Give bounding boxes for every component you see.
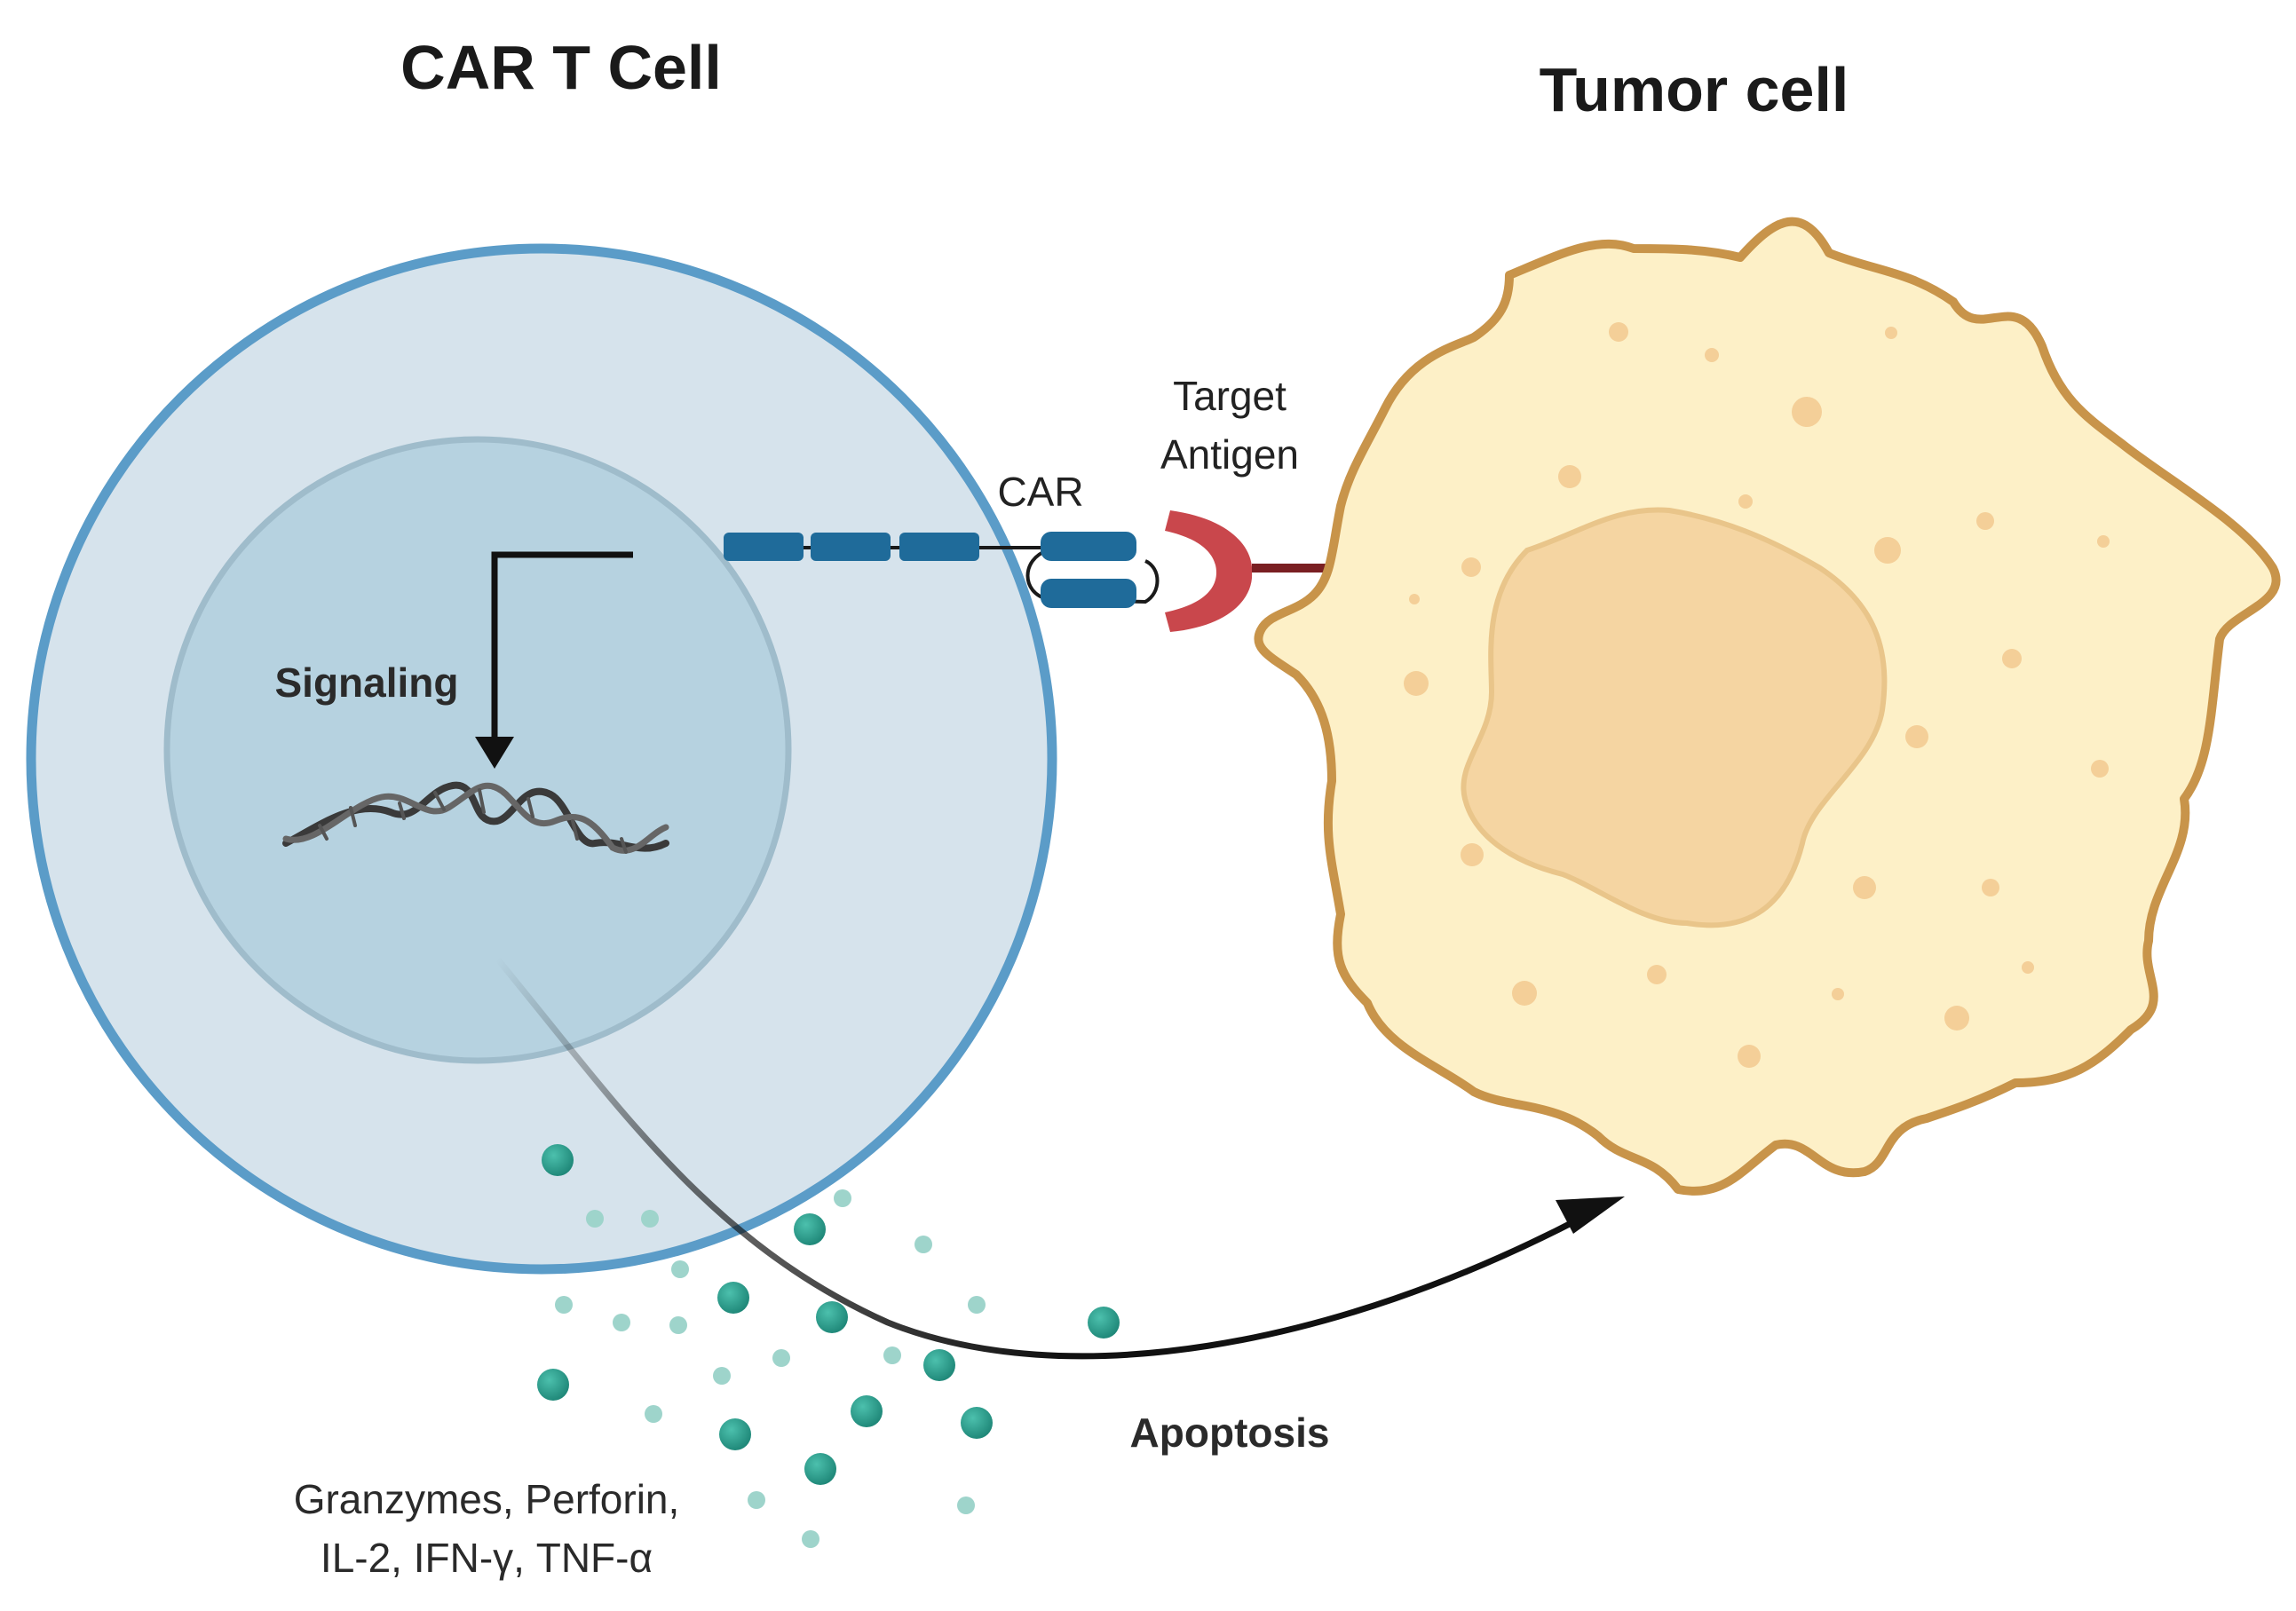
car-receptor	[724, 532, 1160, 608]
tumor-cell-nucleus	[1461, 507, 1888, 928]
secreted-granules	[537, 1144, 1120, 1548]
apoptosis-arrow	[495, 956, 1625, 1360]
car-t-cell-title: CAR T Cell	[400, 33, 722, 102]
secreted-factors-label-line2: IL-2, IFN-γ, TNF-α	[321, 1535, 653, 1581]
target-antigen-label-line1: Target	[1173, 373, 1287, 419]
tumor-cell-title: Tumor cell	[1540, 55, 1849, 124]
t-cell-nucleus	[163, 436, 792, 1064]
tumor-vesicles	[1404, 322, 2110, 1068]
secreted-factors-label-line1: Granzymes, Perforin,	[294, 1476, 680, 1522]
tumor-cell	[1254, 217, 2281, 1196]
car-t-cell	[26, 243, 1057, 1275]
car-label: CAR	[997, 469, 1083, 515]
granule-large	[537, 1144, 1120, 1485]
dna-helix-icon	[282, 781, 669, 854]
apoptosis-label: Apoptosis	[1130, 1410, 1330, 1456]
target-antigen-label-line2: Antigen	[1160, 431, 1299, 478]
signaling-arrow	[475, 551, 633, 769]
granule-small	[555, 1189, 986, 1548]
signaling-label: Signaling	[275, 659, 459, 706]
